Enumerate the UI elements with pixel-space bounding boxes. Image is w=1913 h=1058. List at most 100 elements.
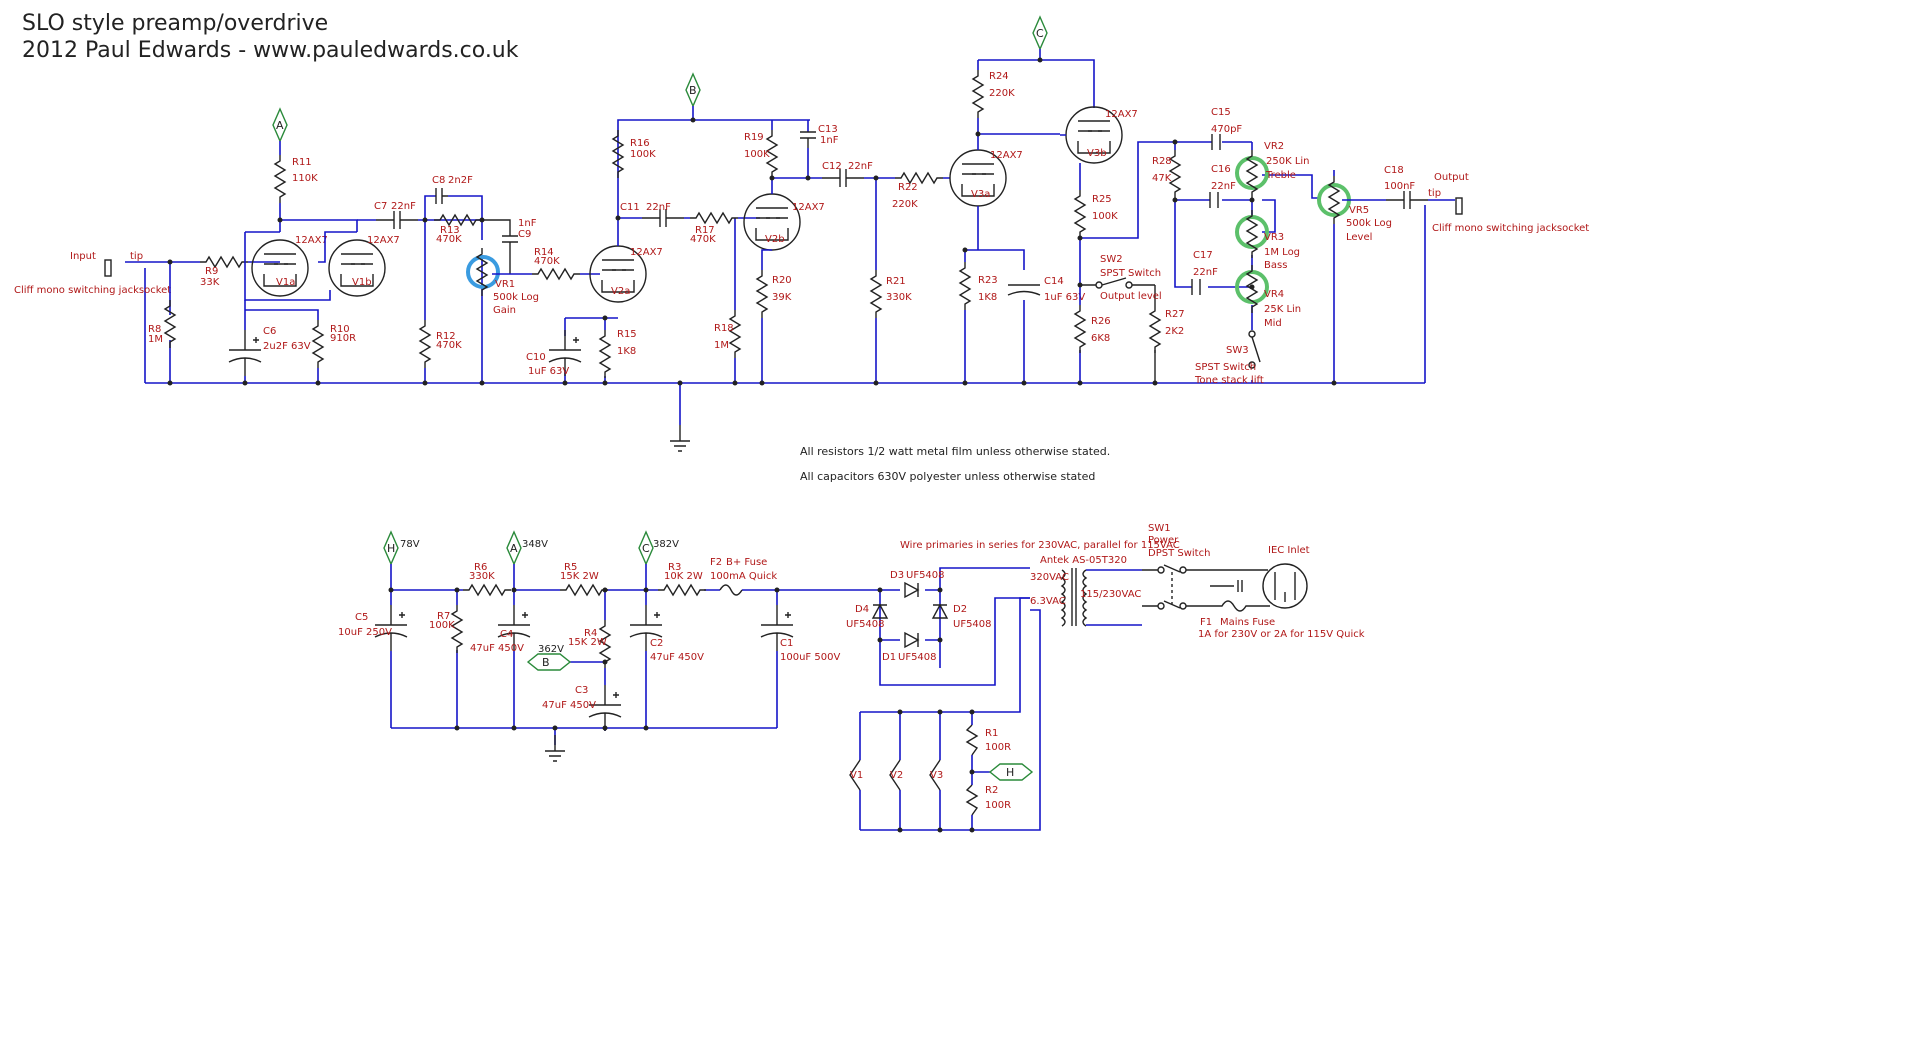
label-psu-d1-1: UF5408 — [898, 652, 937, 663]
component-symbol-icon — [274, 154, 286, 204]
label-switches-sw1-0: SW1 — [1148, 523, 1171, 534]
vr1-highlight — [466, 255, 500, 289]
input-tip: tip — [130, 251, 143, 262]
component-symbol-icon — [756, 269, 768, 319]
input-jack-icon — [104, 259, 112, 277]
vr3-highlight — [1235, 215, 1269, 249]
iec-inlet-icon — [1262, 563, 1308, 609]
label-resistors-r15-0: R15 — [617, 329, 637, 340]
label-rails-a: A — [510, 542, 518, 555]
label-tubes-v1a: V1a — [276, 277, 295, 288]
component-symbol-icon — [599, 329, 611, 379]
vr2-highlight — [1235, 156, 1269, 190]
label-resistors-r20-1: 39K — [772, 292, 792, 303]
label-psu-r1-0: R1 — [985, 728, 998, 739]
label-tubes-type: 12AX7 — [367, 235, 400, 246]
label-psu-heaters-2: V3 — [930, 770, 943, 781]
label-output-jack: Cliff mono switching jacksocket — [1432, 223, 1589, 234]
label-pots-vr2-1: 250K Lin — [1266, 156, 1310, 167]
label-psu-c3-1: 47uF 450V — [542, 700, 596, 711]
label-tubes-type: 12AX7 — [630, 247, 663, 258]
label-psu-f2-2: 100mA Quick — [710, 571, 777, 582]
component-symbol-icon — [729, 309, 741, 359]
label-capacitors-c14-0: C14 — [1044, 276, 1064, 287]
label-capacitors-c11-0: C11 — [620, 202, 640, 213]
label-pots-vr3-1: 1M Log — [1264, 247, 1300, 258]
ground-bus — [144, 205, 1426, 425]
label-tubes-type: 12AX7 — [990, 150, 1023, 161]
label-resistors-r25-0: R25 — [1092, 194, 1112, 205]
label-switches-sw2-0: SW2 — [1100, 254, 1123, 265]
component-symbol-icon — [669, 424, 691, 452]
label-psu-sec_lv: 6.3VAC — [1030, 596, 1066, 607]
component-symbol-icon — [462, 584, 512, 596]
label-capacitors-c12-0: C12 — [822, 161, 842, 172]
label-psu-f1-2: 1A for 230V or 2A for 115V Quick — [1198, 629, 1365, 640]
label-psu-f2-0: F2 — [710, 557, 722, 568]
label-psu-r4-1: 15K 2W — [568, 637, 607, 648]
label-psu-v_c: 382V — [653, 539, 679, 550]
component-symbol-icon — [870, 269, 882, 319]
component-symbol-icon — [1074, 189, 1086, 239]
label-resistors-r12-1: 470K — [436, 340, 462, 351]
label-psu-r2-0: R2 — [985, 785, 998, 796]
label-capacitors-c6-0: C6 — [263, 326, 276, 337]
label-resistors-r12-0: R12 — [436, 331, 456, 342]
label-resistors-r28-0: R28 — [1152, 156, 1172, 167]
label-psu-c3-0: C3 — [575, 685, 588, 696]
input-label: Input — [70, 251, 96, 262]
label-capacitors-c16-1: 22nF — [1211, 181, 1236, 192]
label-capacitors-c8-0: C8 — [432, 175, 445, 186]
component-symbol-icon — [375, 210, 419, 230]
rail-b-psu-tag — [526, 653, 572, 671]
label-capacitors-c15-1: 470pF — [1211, 124, 1242, 135]
label-resistors-r23-1: 1K8 — [978, 292, 997, 303]
component-symbol-icon — [1074, 304, 1086, 354]
label-resistors-r22-0: R22 — [898, 182, 918, 193]
label-psu-heaters-1: V2 — [890, 770, 903, 781]
label-psu-sec_hv: 320VAC — [1030, 572, 1069, 583]
label-pots-vr3-2: Bass — [1264, 260, 1287, 271]
label-psu-c2-1: 47uF 450V — [650, 652, 704, 663]
label-capacitors-c7-1: 22nF — [391, 201, 416, 212]
label-rails-h: H — [387, 542, 395, 555]
fuse-f2-icon — [719, 584, 743, 596]
label-rails-b: B — [689, 84, 697, 97]
label-psu-r7-1: 100K — [429, 620, 455, 631]
label-resistors-r17-1: 470K — [690, 234, 716, 245]
label-resistors-r24-1: 220K — [989, 88, 1015, 99]
label-psu-r6-0: R6 — [474, 562, 487, 573]
title-line1: SLO style preamp/overdrive — [22, 11, 328, 36]
label-switches-sw1-1: Power — [1148, 535, 1179, 546]
label-switches-sw3-0: SW3 — [1226, 345, 1249, 356]
label-capacitors-c18-0: C18 — [1384, 165, 1404, 176]
label-psu-d2-0: D2 — [953, 604, 967, 615]
label-capacitors-c7-0: C7 — [374, 201, 387, 212]
label-tubes-v1b: V1b — [352, 277, 372, 288]
component-symbol-icon — [1385, 190, 1429, 210]
label-psu-c1-1: 100uF 500V — [780, 652, 840, 663]
label-switches-sw2-1: SPST Switch — [1100, 268, 1161, 279]
label-resistors-r11-1: 110K — [292, 173, 318, 184]
label-psu-d3-0: D3 — [890, 570, 904, 581]
component-symbol-icon — [1149, 304, 1161, 354]
label-tubes-type: 12AX7 — [295, 235, 328, 246]
label-capacitors-c15-0: C15 — [1211, 107, 1231, 118]
label-rails-a: A — [276, 119, 284, 132]
component-symbol-icon — [959, 261, 971, 311]
label-resistors-r25-1: 100K — [1092, 211, 1118, 222]
label-psu-c4-1: 47uF 450V — [470, 643, 524, 654]
label-capacitors-c9-0: 1nF — [518, 218, 537, 229]
label-capacitors-c13-1: 1nF — [820, 135, 839, 146]
label-resistors-r19-0: R19 — [744, 132, 764, 143]
label-psu-f1-0: F1 — [1200, 617, 1212, 628]
vr4-highlight — [1235, 270, 1269, 304]
label-psu-v_h: 78V — [400, 539, 420, 550]
label-resistors-r16-1: 100K — [630, 149, 656, 160]
label-psu-xfmr_note: Wire primaries in series for 230VAC, par… — [900, 540, 1180, 551]
label-resistors-r22-1: 220K — [892, 199, 918, 210]
label-tubes-v2a: V2a — [611, 286, 630, 297]
label-psu-f1-1: Mains Fuse — [1220, 617, 1275, 628]
label-psu-c4-0: C4 — [500, 629, 513, 640]
